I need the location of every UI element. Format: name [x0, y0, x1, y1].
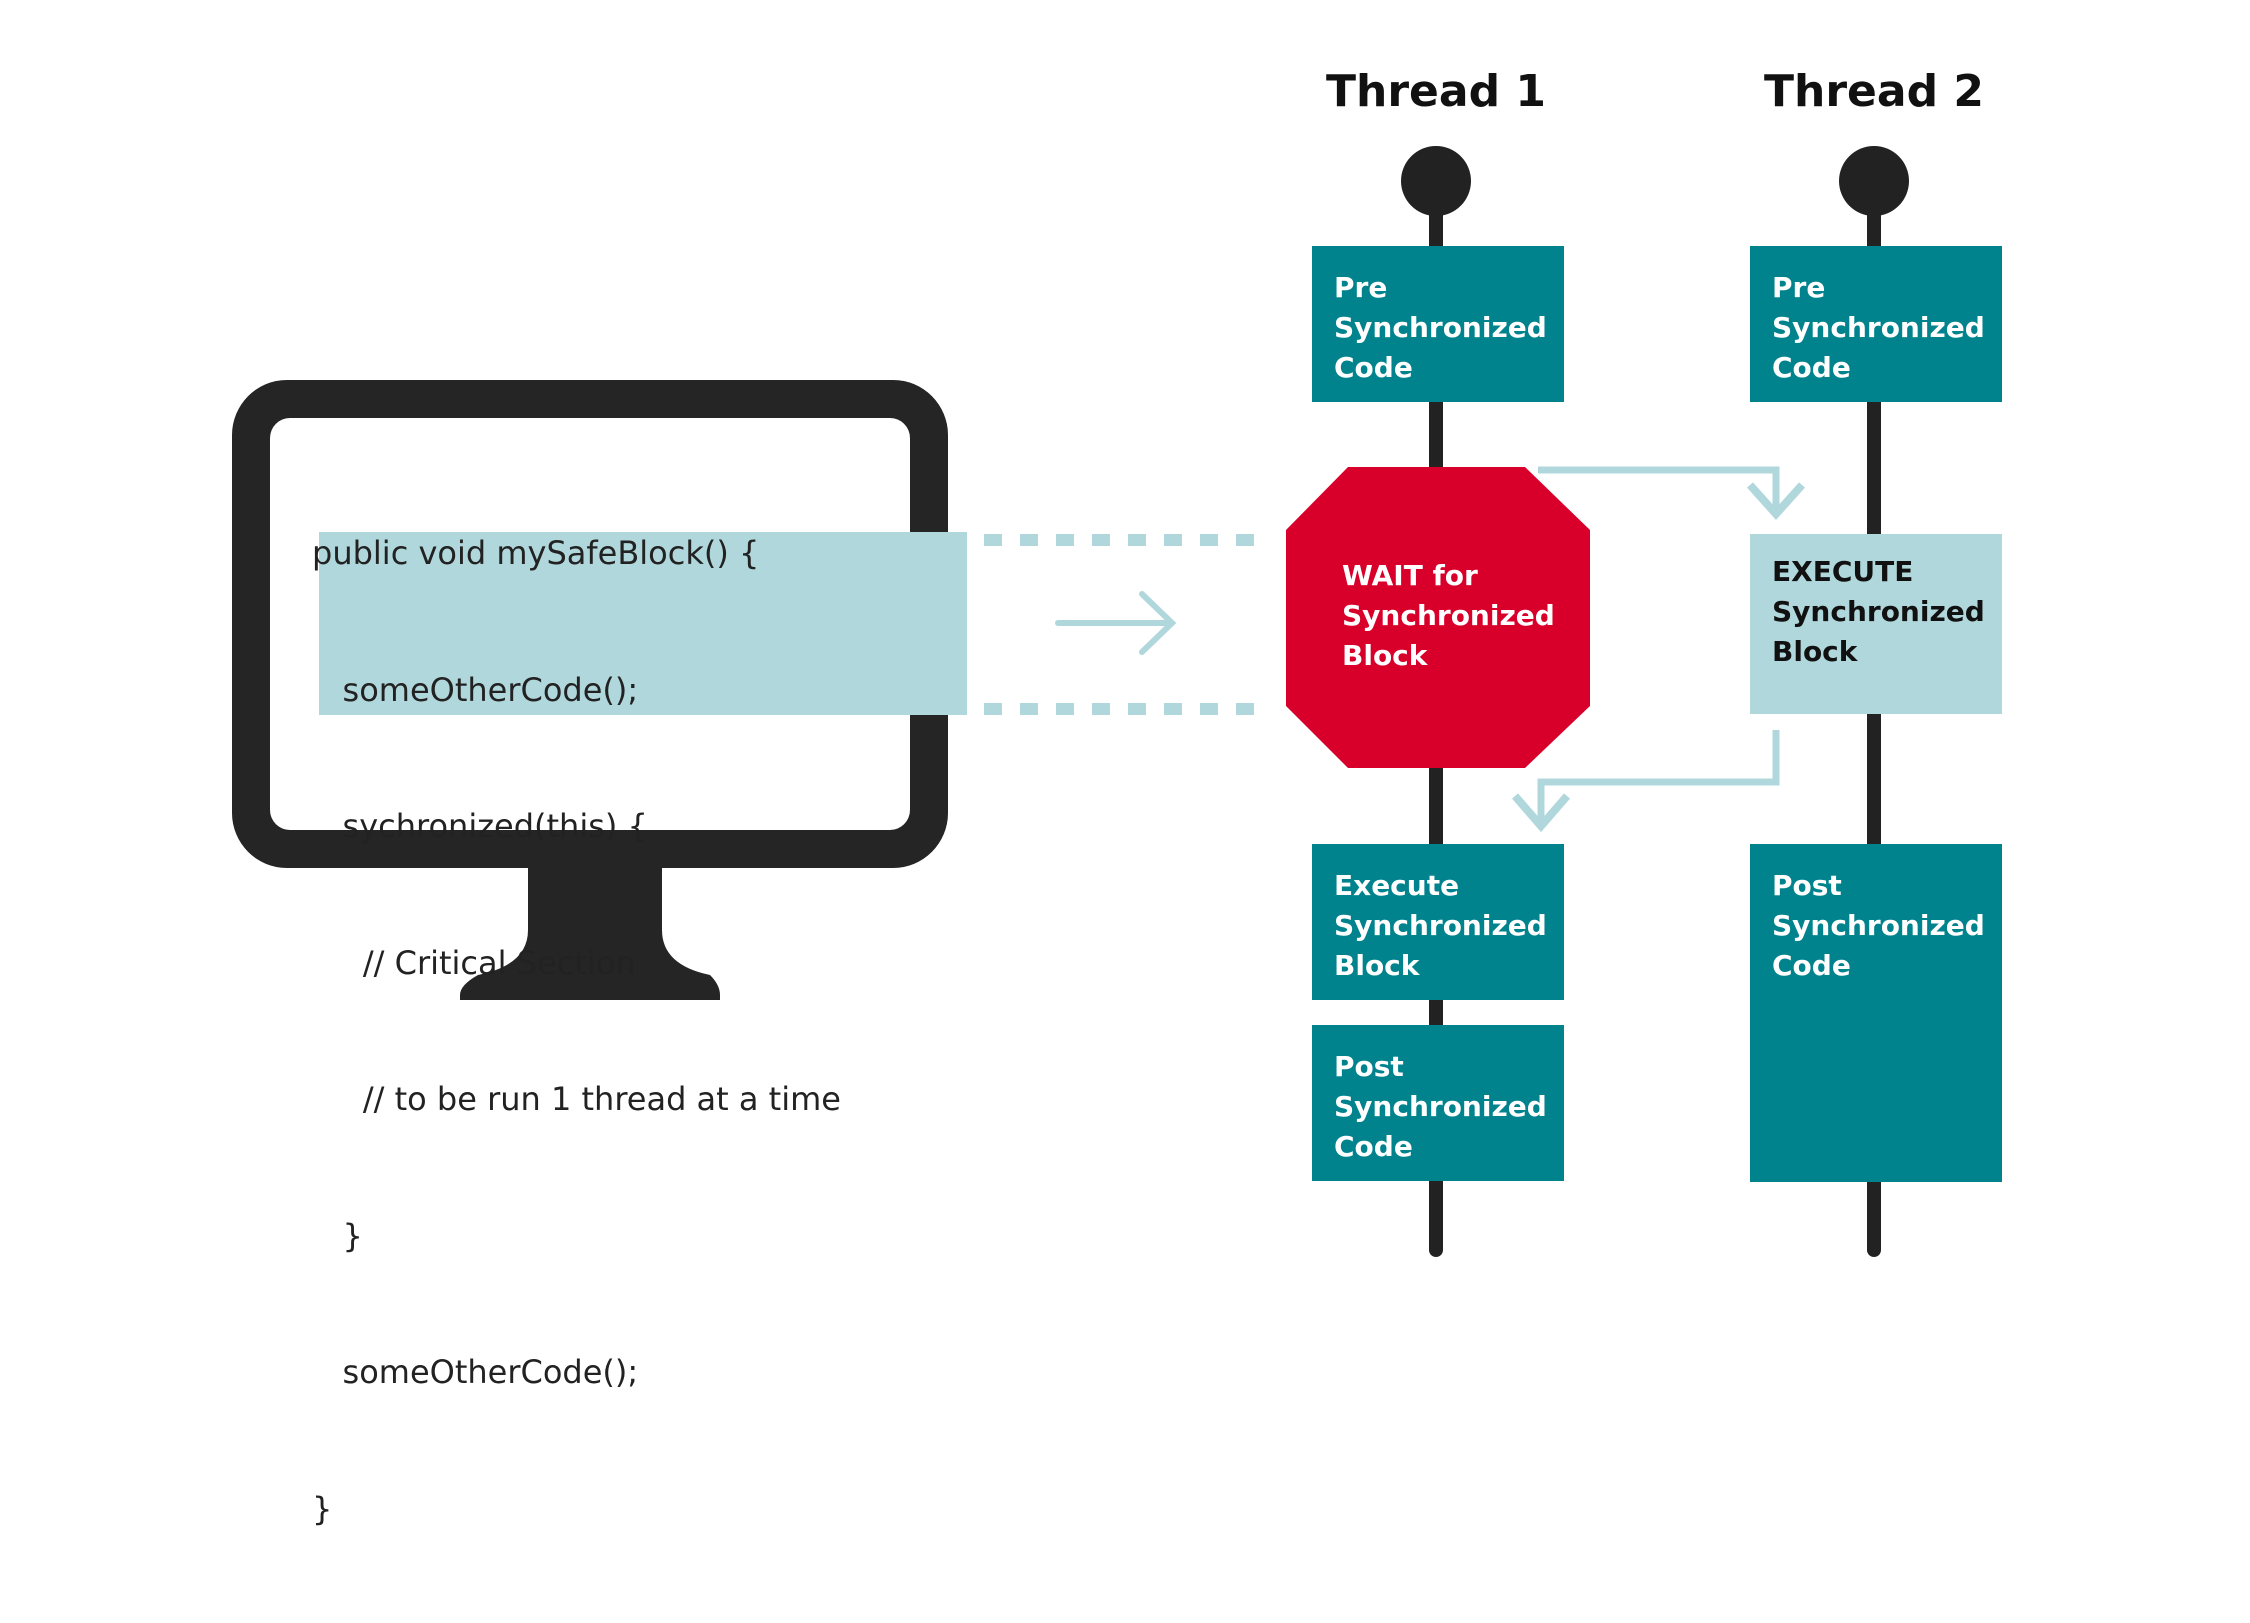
code-line: public void mySafeBlock() {	[312, 534, 760, 572]
thread2-post-sync-block: Post Synchronized Code	[1750, 844, 2002, 1182]
critical-section-highlight	[319, 532, 967, 715]
thread1-wait-label: WAIT for Synchronized Block	[1342, 559, 1555, 672]
monitor-stand	[460, 868, 720, 1000]
code-line: // to be run 1 thread at a time	[312, 1080, 841, 1118]
thread1-post-sync-block: Post Synchronized Code	[1312, 1025, 1564, 1181]
thread2-title: Thread 2	[1764, 66, 1984, 117]
code-line: }	[312, 1216, 363, 1255]
right-arrow-icon	[1055, 591, 1177, 655]
diagram: Thread 1 Thread 2 public void mySafeBloc…	[232, 66, 2002, 1528]
code-line: // Critical Section	[312, 943, 636, 982]
thread1-title: Thread 1	[1326, 66, 1546, 117]
thread1-start-dot	[1401, 146, 1471, 216]
thread2-start-dot	[1839, 146, 1909, 216]
diagram-graphics	[232, 146, 1909, 1257]
thread1-pre-sync-block: Pre Synchronized Code	[1312, 246, 1564, 402]
flow-arrow-to-thread2	[1538, 466, 1805, 520]
code-line: someOtherCode();	[312, 1353, 639, 1391]
thread1-execute-sync-block: Execute Synchronized Block	[1312, 844, 1564, 1000]
code-line: sychronized(this) {	[312, 807, 648, 845]
code-line: someOtherCode();	[312, 670, 639, 709]
thread2-pre-sync-block: Pre Synchronized Code	[1750, 246, 2002, 402]
code-snippet: public void mySafeBlock() { someOtherCod…	[312, 440, 841, 1623]
thread2-execute-sync-block: EXECUTE Synchronized Block	[1750, 534, 2002, 714]
stop-sign	[1286, 467, 1590, 768]
code-line: }	[312, 1489, 333, 1528]
flow-arrow-to-thread1	[1511, 730, 1780, 833]
